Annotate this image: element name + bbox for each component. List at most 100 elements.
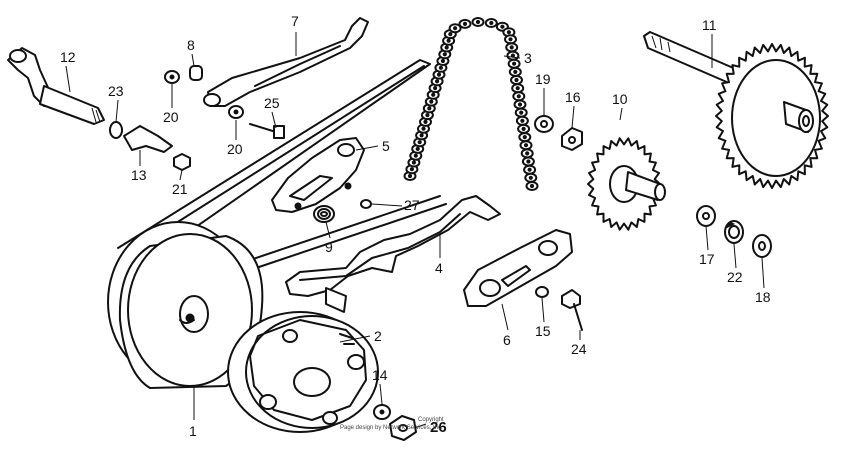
chain-roller [425,113,430,118]
callout-12: 12 [60,49,76,65]
callout-16: 16 [565,89,581,105]
chain-roller [421,126,426,131]
callout-20-a: 20 [163,109,179,125]
chain-roller [462,21,468,26]
chain-roller [516,94,521,99]
part-bracket [271,137,365,213]
chain-roller [413,153,418,158]
callout-10: 10 [612,91,628,107]
callout-2: 2 [374,328,382,344]
part-circlip [109,121,123,139]
part-nut-16 [561,127,583,151]
callout-1: 1 [189,423,197,439]
chain-roller [417,140,422,145]
chain-roller [523,143,529,148]
part-bolt-25 [249,123,285,139]
copyright-line-2: Page design by Network Services, Inc. [340,425,443,431]
chain-roller [411,160,416,165]
part-washer-15 [535,286,549,298]
chain-roller [423,119,428,125]
chain-roller [436,72,442,77]
chain-roller [442,52,447,57]
chain-roller [448,32,453,37]
chain-roller [514,77,519,83]
gear-teeth [715,43,829,189]
leader-lines [65,32,765,429]
chain-roller [513,69,518,75]
part-washer-18 [752,234,772,258]
part-lever-shaft [7,47,105,125]
chain-roller [509,45,514,50]
chain-roller [512,61,517,66]
chain-roller [407,173,413,179]
part-washer-19 [534,115,554,133]
chain-roller [453,26,458,31]
chain-roller [429,99,434,104]
callout-26: 26 [430,419,447,436]
part-fork-lever [285,195,501,313]
part-link-plate [463,229,573,307]
part-gear-shaft [643,31,829,189]
chain-roller [444,45,449,50]
callout-25: 25 [264,95,280,111]
chain-roller [527,167,532,172]
chain-roller [446,38,451,43]
callout-15: 15 [535,323,551,339]
chain-roller [427,106,432,111]
callout-8: 8 [187,37,195,53]
part-lever [123,125,173,153]
callout-19: 19 [535,71,551,87]
chain-roller [521,126,526,131]
part-clutch-assembly [227,311,379,433]
callout-7: 7 [291,13,299,29]
chain-roller [515,86,520,91]
callout-18: 18 [755,289,771,305]
chain-roller [433,86,438,91]
chain-roller [419,133,424,138]
part-pin-27 [360,199,372,209]
part-roller-chain [403,17,539,191]
chain-roller [440,58,445,64]
sprocket-teeth [587,137,661,231]
chain-roller [526,159,531,164]
chain-roller [528,175,533,180]
chain-roller [508,37,513,42]
chain-roller [520,118,525,123]
chain-roller [519,110,524,115]
part-bolt-24 [561,289,583,331]
part-bearing-22 [724,220,744,244]
part-collar [189,65,203,81]
callout-23: 23 [108,83,124,99]
callout-4: 4 [435,260,443,276]
callout-9: 9 [325,239,333,255]
callout-24: 24 [571,341,587,357]
chain-roller [517,102,523,107]
chain-roller [529,183,535,189]
callout-11: 11 [702,17,717,33]
callout-5: 5 [382,138,390,154]
part-nut-26 [389,415,417,441]
part-washer-17 [696,205,716,227]
chain-roller [525,151,530,156]
part-nut-21 [173,153,191,171]
chain-roller [409,167,414,172]
part-spring [313,205,335,223]
callout-14: 14 [372,367,388,383]
callout-27: 27 [404,197,420,213]
part-sprocket [587,137,666,231]
chain-roller [415,146,420,151]
callout-13: 13 [131,167,147,183]
chain-roller [435,79,440,84]
chain-roller [438,65,443,70]
callout-3: 3 [524,50,532,66]
callout-numbers: 1 2 3 4 5 6 7 8 9 10 11 12 13 14 15 16 1… [60,13,771,439]
chain-roller [475,19,481,25]
chain-roller [489,20,494,26]
callout-22: 22 [727,269,743,285]
callout-6: 6 [503,332,511,348]
chain-roller [500,24,505,29]
callout-20-b: 20 [227,141,243,157]
copyright-watermark: Copyright Page design by Network Service… [340,417,444,431]
chain-roller [522,135,527,140]
chain-roller [431,92,436,97]
